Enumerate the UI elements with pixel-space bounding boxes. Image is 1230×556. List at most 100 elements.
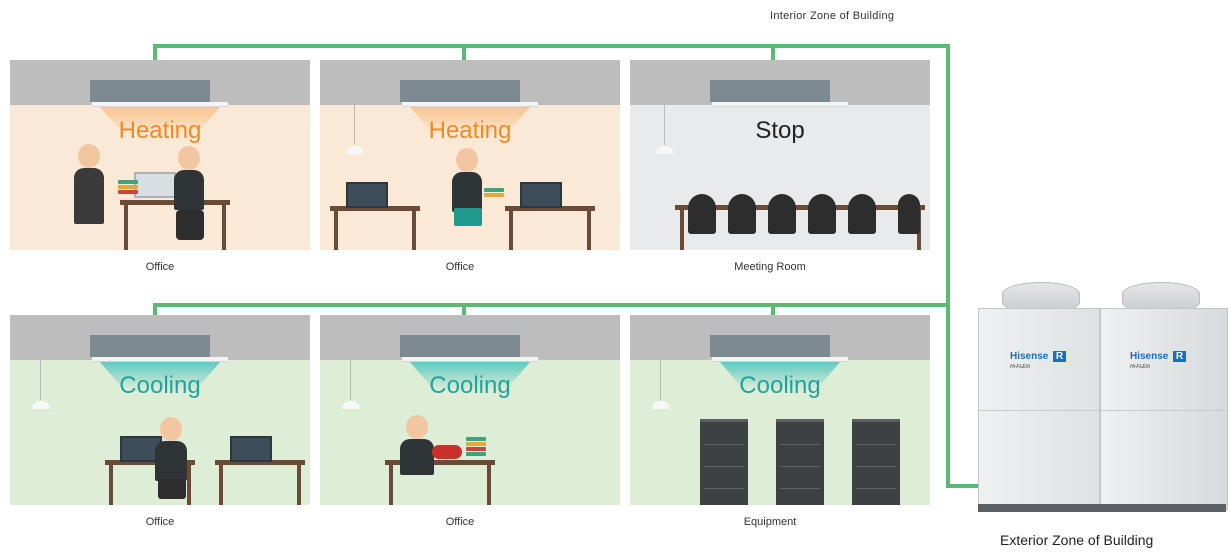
lamp-icon	[652, 401, 670, 409]
woman-head-icon	[78, 144, 100, 168]
man-head-icon	[160, 417, 182, 441]
mode-label: Cooling	[429, 372, 511, 399]
desk-leg	[222, 205, 226, 250]
books-icon	[466, 437, 486, 441]
brand-logo: Hisense R Hi-FLEXi	[1130, 346, 1190, 370]
lamp-cord	[664, 105, 665, 145]
ceiling-vent	[92, 357, 228, 362]
desk-leg	[487, 465, 491, 505]
mode-label: Cooling	[119, 372, 201, 399]
desk	[215, 460, 305, 465]
desk	[385, 460, 495, 465]
room-label: Office	[145, 261, 175, 273]
mode-label: Cooling	[739, 372, 821, 399]
room-label: Equipment	[743, 516, 797, 528]
chair-icon	[176, 210, 204, 240]
mode-label: Heating	[428, 117, 512, 144]
unit-cabinet-left	[978, 308, 1100, 510]
laptop-icon	[134, 172, 176, 198]
room-office-heating-2: Heating	[320, 60, 620, 250]
books-icon	[466, 442, 486, 446]
desk-leg	[187, 465, 191, 505]
table-leg	[680, 210, 684, 250]
series-name: Hi-FLEXi	[1130, 364, 1151, 370]
indoor-unit	[400, 335, 520, 357]
base-rail	[978, 504, 1226, 512]
desk-leg	[219, 465, 223, 505]
desk-leg	[587, 211, 591, 250]
woman-body-icon	[452, 172, 482, 212]
desk-leg	[124, 205, 128, 250]
man-body-icon	[400, 439, 434, 475]
books-icon	[484, 193, 504, 197]
chair-icon	[688, 194, 716, 234]
chair-icon	[808, 194, 836, 234]
desk-leg	[412, 211, 416, 250]
lamp-cord	[40, 360, 41, 400]
brand-name: Hisense	[1010, 351, 1049, 362]
chair-icon	[848, 194, 876, 234]
room-label: Office	[445, 261, 475, 273]
indoor-unit	[710, 335, 830, 357]
meeting-table	[675, 205, 925, 210]
man-body-icon	[155, 441, 187, 481]
server-rack-icon	[852, 419, 900, 505]
chair-icon	[898, 194, 920, 234]
desk-leg	[389, 465, 393, 505]
lamp-icon	[342, 401, 360, 409]
room-meeting-stop: Stop	[630, 60, 930, 250]
man-body-icon	[174, 170, 204, 210]
desk-leg	[334, 211, 338, 250]
lamp-cord	[350, 360, 351, 400]
books-icon	[118, 190, 138, 194]
desk	[105, 460, 195, 465]
unit-cabinet-right	[1100, 308, 1228, 510]
laptop-icon	[520, 182, 562, 208]
lamp-cord	[660, 360, 661, 400]
chair-icon	[728, 194, 756, 234]
books-icon	[466, 447, 486, 451]
ceiling-vent	[712, 102, 848, 107]
chair-icon	[158, 479, 186, 499]
brand-badge: R	[1052, 351, 1067, 362]
indoor-unit	[400, 80, 520, 102]
pipe-main-line	[153, 44, 978, 488]
indoor-unit	[90, 80, 210, 102]
desk	[330, 206, 420, 211]
ceiling-vent	[402, 357, 538, 362]
server-rack-icon	[700, 419, 748, 505]
lamp-icon	[656, 146, 674, 154]
room-label: Office	[145, 516, 175, 528]
ceiling-vent	[712, 357, 848, 362]
skirt-icon	[454, 208, 482, 226]
ceiling-vent	[92, 102, 228, 107]
desk-leg	[297, 465, 301, 505]
phone-cable-icon	[432, 445, 462, 459]
room-label: Office	[445, 516, 475, 528]
room-label: Meeting Room	[734, 261, 806, 273]
laptop-icon	[346, 182, 388, 208]
outdoor-unit: Hisense R Hi-FLEXi Hisense R Hi-FLEXi	[978, 282, 1228, 517]
chair-icon	[768, 194, 796, 234]
panel-seam	[978, 410, 1226, 411]
series-name: Hi-FLEXi	[1010, 364, 1031, 370]
laptop-icon	[230, 436, 272, 462]
books-icon	[118, 180, 138, 184]
lamp-icon	[346, 146, 364, 154]
indoor-unit	[710, 80, 830, 102]
man-head-icon	[406, 415, 428, 439]
books-icon	[466, 452, 486, 456]
warm-airflow	[100, 107, 220, 135]
lamp-cord	[354, 105, 355, 145]
books-icon	[484, 188, 504, 192]
desk	[505, 206, 595, 211]
brand-badge: R	[1172, 351, 1187, 362]
room-office-cooling-1: Cooling	[10, 315, 310, 505]
lamp-icon	[32, 401, 50, 409]
interior-zone-label: Interior Zone of Building	[770, 10, 895, 22]
indoor-unit	[90, 335, 210, 357]
room-office-cooling-2: Cooling	[320, 315, 620, 505]
ceiling-vent	[402, 102, 538, 107]
books-icon	[118, 185, 138, 189]
woman-body-icon	[74, 168, 104, 224]
